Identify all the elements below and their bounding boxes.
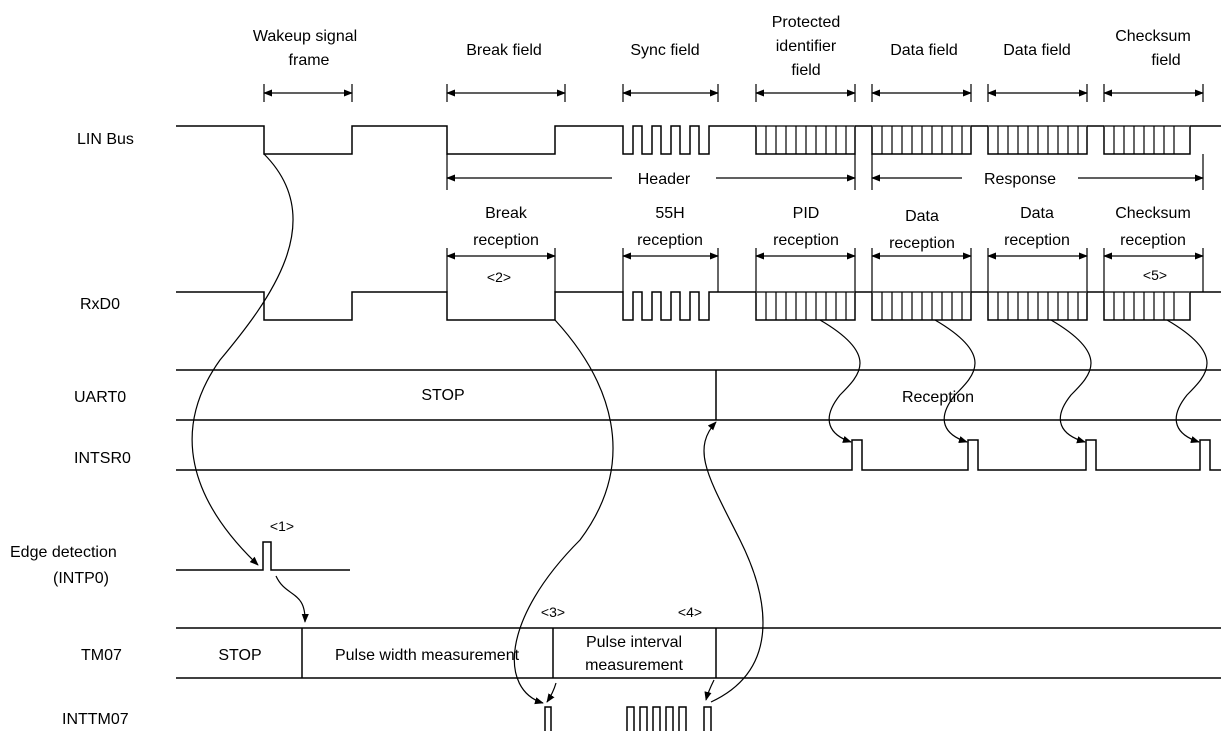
intsr0-waveform xyxy=(176,439,1221,471)
tm07-pulse-interval-2: measurement xyxy=(585,657,683,674)
field-checksum-title-1: Checksum xyxy=(1115,28,1191,45)
marker-1: <1> xyxy=(270,518,294,534)
label-intsr0: INTSR0 xyxy=(74,450,131,467)
reception-data-a-1: Data xyxy=(905,208,939,225)
lin-bus-byte-bits xyxy=(757,125,1189,154)
field-break-title: Break field xyxy=(466,42,542,59)
response-label: Response xyxy=(984,171,1056,188)
label-lin-bus: LIN Bus xyxy=(77,131,134,148)
uart0-state-band xyxy=(176,369,1221,421)
reception-55h-2: reception xyxy=(637,232,703,249)
label-rxd0: RxD0 xyxy=(80,296,120,313)
tm07-state-band xyxy=(176,627,1221,679)
label-tm07: TM07 xyxy=(81,647,122,664)
reception-checksum-2: reception xyxy=(1120,232,1186,249)
reception-extent-arrows xyxy=(446,248,1204,292)
tm07-stop-state: STOP xyxy=(218,647,261,664)
field-wakeup-title-2: frame xyxy=(289,52,330,69)
field-extent-arrows xyxy=(263,84,1204,102)
tm07-pulse-interval-1: Pulse interval xyxy=(586,634,682,651)
marker-3: <3> xyxy=(541,604,565,620)
reception-data-a-2: reception xyxy=(889,235,955,252)
label-uart0: UART0 xyxy=(74,389,126,406)
reception-data-b-2: reception xyxy=(1004,232,1070,249)
field-sync-title: Sync field xyxy=(630,42,699,59)
field-wakeup-title-1: Wakeup signal xyxy=(253,28,357,45)
uart0-stop-state: STOP xyxy=(421,387,464,404)
header-response-arrows xyxy=(446,154,1204,190)
lin-bus-waveform xyxy=(176,125,1221,155)
label-inttm07: INTTM07 xyxy=(62,711,129,728)
reception-checksum-1: Checksum xyxy=(1115,205,1191,222)
field-pid-title-1: Protected xyxy=(772,14,840,31)
header-label: Header xyxy=(638,171,691,188)
reception-data-b-1: Data xyxy=(1020,205,1054,222)
field-pid-title-3: field xyxy=(791,62,820,79)
tm07-pulse-width-state: Pulse width measurement xyxy=(335,647,520,664)
inttm07-waveform xyxy=(544,706,712,731)
uart0-reception-state: Reception xyxy=(902,389,974,406)
reception-break-2: reception xyxy=(473,232,539,249)
field-data-b-title: Data field xyxy=(1003,42,1071,59)
label-edge-detection: Edge detection xyxy=(10,544,117,561)
intp0-waveform xyxy=(176,541,350,571)
field-checksum-title-2: field xyxy=(1151,52,1180,69)
marker-2: <2> xyxy=(487,269,511,285)
field-pid-title-2: identifier xyxy=(776,38,837,55)
marker-4: <4> xyxy=(678,604,702,620)
rxd0-byte-bits xyxy=(757,291,1189,320)
reception-pid-2: reception xyxy=(773,232,839,249)
reception-break-1: Break xyxy=(485,205,528,222)
reception-pid-1: PID xyxy=(793,205,820,222)
causal-arrows xyxy=(191,153,1208,705)
reception-55h-1: 55H xyxy=(655,205,684,222)
label-intp0: (INTP0) xyxy=(53,570,109,587)
marker-5: <5> xyxy=(1143,267,1167,283)
field-data-a-title: Data field xyxy=(890,42,958,59)
rxd0-waveform xyxy=(176,291,1221,321)
